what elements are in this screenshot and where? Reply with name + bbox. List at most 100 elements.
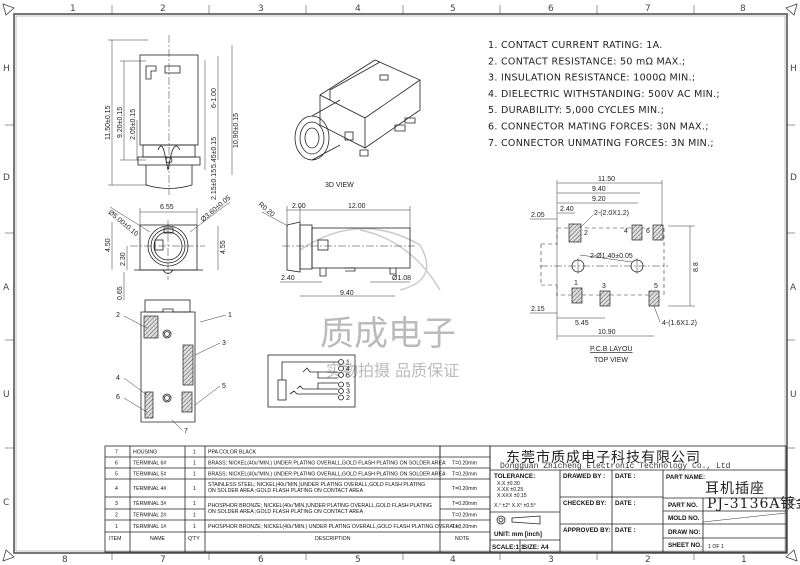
bom-item: 5 [115,472,118,478]
bom-note: T=0.20mm [452,461,477,467]
watermark-main: 质成电子 [320,314,456,354]
pcb-layout-title: P.C.B LAYOU [590,346,633,353]
bom-qty: 1 [193,472,196,478]
pcb-pin-label: 2 [584,230,588,237]
pcb-pin-label: 6 [646,228,650,235]
watermark: 质成电子 实物拍摄 品质保证 [299,228,459,380]
bom-note: T=0.20mm [452,501,477,507]
bom-header-cell: ITEM [109,536,121,542]
bom-item: 4 [115,486,118,492]
spec-item: 7. CONNECTOR UNMATING FORCES: 3N MIN.; [488,138,714,149]
bom-description: BRASS; NICKEL(40u"MIN.) UNDER PLATING OV… [208,461,446,467]
part-name-label: PART NAME: [666,474,705,481]
dim-2-05: 2.05±0.15 [130,109,137,140]
side-view: 2.00 12.00 R0.20 2.40 9.40 Ø1.08 [257,201,415,297]
column-label-top: 7 [645,4,651,14]
dim-2-40: 2.40 [281,275,295,282]
bom-item: 6 [115,461,118,467]
bom-item: 2 [115,513,118,519]
bom-description: PPA COLOR BLACK [208,450,257,456]
pcb-pad-large-note: 2-(2.0X1.2) [594,210,629,217]
part-no: PJ-3136A镀金 [707,495,800,512]
bom-name: HOUSING [133,450,157,456]
column-label-top: 2 [160,4,166,14]
callout-1: 1 [228,312,232,319]
tolerance-2: X.XX ±0.25 [497,487,523,493]
spec-item: 5. DURABILITY: 5,000 CYCLES MIN.; [488,105,664,116]
callout-6: 6 [116,394,120,401]
pcb-dim-2-15: 2.15 [531,306,545,313]
row-label-left: H [3,64,10,74]
column-label-bottom: 5 [355,555,361,565]
date-label-1: DATE : [615,473,636,480]
pcb-hole-note: 2-Ø1.40±0.05 [590,253,633,260]
row-label-left: C [3,498,9,508]
pcb-dim-5-45: 5.45 [575,320,589,327]
iso-view-label: 3D VIEW [325,182,354,189]
spec-item: 2. CONTACT RESISTANCE: 50 mΩ MAX.; [488,56,685,67]
title-block: 东莞市质成电子科技有限公司 Dongguan Zhicheng Electron… [489,445,800,553]
draw-no-label: DRAW NO: [668,529,701,536]
row-label-right: D [790,173,797,183]
column-label-bottom: 8 [62,555,68,565]
spec-item: 4. DIELECTRIC WITHSTANDING: 500V AC MIN.… [488,89,720,100]
dim-2-00: 2.00 [292,203,306,210]
dim-0-65: 0.65 [117,286,124,300]
company-name-en: Dongguan Zhicheng Electronic Technology … [500,462,731,471]
schematic-pin-label: 4 [346,366,350,373]
specifications-list: 1. CONTACT CURRENT RATING: 1A.2. CONTACT… [488,40,720,149]
bom-qty: 1 [193,486,196,492]
callout-4: 4 [116,375,120,382]
column-label-top: 3 [258,4,264,14]
column-label-bottom: 2 [645,555,651,565]
schematic-pin-label: 2 [346,395,350,402]
row-label-right: C [790,498,796,508]
callout-5: 5 [222,383,226,390]
drawed-by-label: DRAWED BY : [563,473,605,480]
pcb-dim-2-05: 2.05 [531,212,545,219]
part-name: 耳机插座 [705,481,765,497]
column-label-top: 4 [355,4,361,14]
drawing-frame [2,3,798,562]
projection-symbol-icon [496,515,541,525]
bom-note: T=0.20mm [452,472,477,478]
bom-description: PHOSPHOR BRONZE; NICKEL(40u"MIN.)UNDER P… [208,503,432,509]
dim-2-15: 2.15±0.15 [211,169,218,200]
bom-qty: 1 [193,524,196,530]
angle-tolerance: X.° ±2° X.X° ±0.5° [494,503,536,509]
bom-description: PHOSPHOR BRONZE; NICKEL(40u"MIN.) UNDER … [208,524,460,530]
bom-qty: 1 [193,501,196,507]
column-label-top: 8 [740,4,746,14]
dim-4-55: 4.55 [220,240,227,254]
paper-size: SIZE: A4 [523,544,549,551]
dim-2-30: 2.30 [120,252,127,266]
dim-6-1-00: 6-1.00 [211,88,218,108]
bom-item: 3 [115,501,118,507]
pcb-dim-9-20: 9.20 [592,196,606,203]
bom-description: ON SOLDER AREA ;GOLD FLASH PLATING ON CO… [208,488,364,494]
dim-overall-height: 11.50±0.15 [105,105,112,140]
row-label-left: A [3,283,10,293]
bom-item: 1 [115,524,118,530]
sheet-no: 1 OF 1 [708,544,724,550]
bom-note: T=0.20mm [452,513,477,519]
dim-9-40: 9.40 [340,290,354,297]
pcb-layout: 11.509.409.202.402.052.155.4510.908.82-(… [530,176,700,364]
pcb-pin-label: 5 [654,283,658,290]
date-label-3: DATE : [615,527,636,534]
bom-header-cell: DESCRIPTION [315,536,351,542]
callout-3: 3 [222,340,226,347]
unit: UNIT: mm [inch] [494,531,542,538]
bom-qty: 1 [193,450,196,456]
column-label-top: 1 [70,4,76,14]
tolerance-label: TOLERANCE: [494,473,535,480]
pcb-dim-11-50: 11.50 [598,176,615,183]
bom-description: STAINLESS STEEL; NICKEL(40u"MIN.)UNDER P… [208,482,425,488]
